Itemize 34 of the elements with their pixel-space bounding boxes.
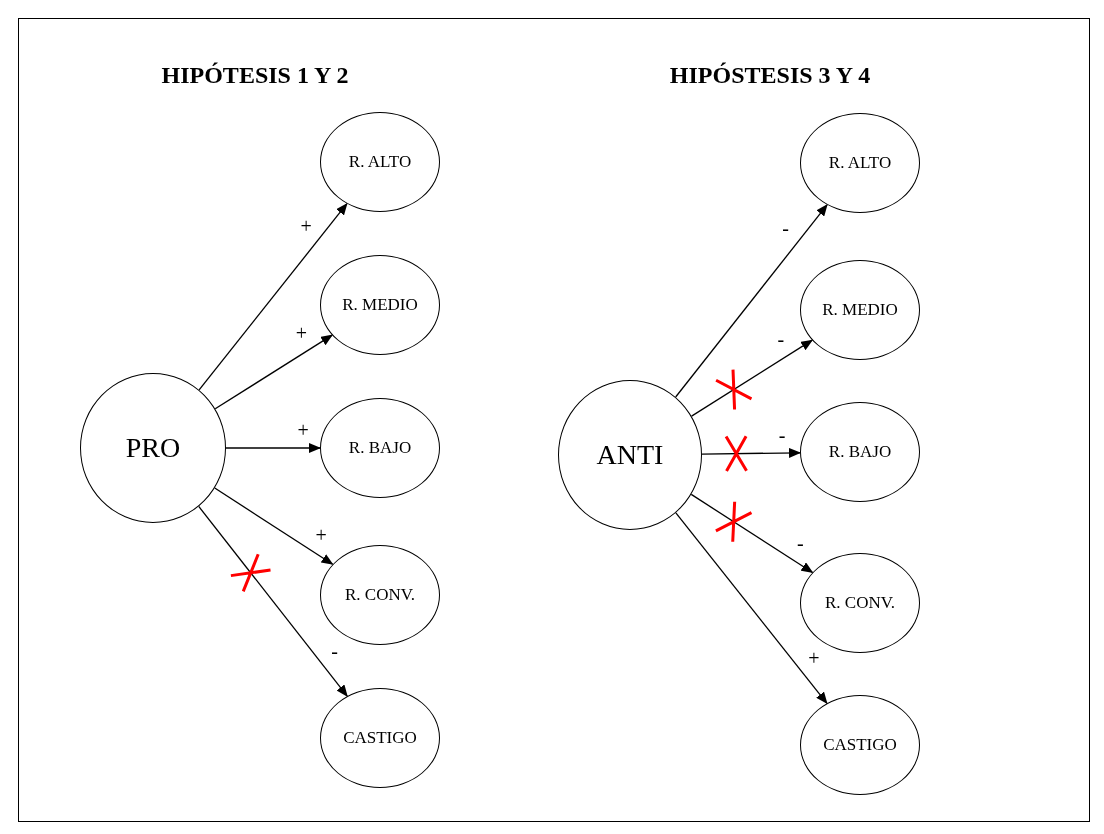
arrow — [225, 443, 321, 453]
edge-label: - — [331, 640, 338, 661]
edge-label: + — [808, 647, 820, 668]
edge-label: - — [778, 425, 786, 445]
node-label: R. MEDIO — [342, 294, 418, 317]
node-label: CASTIGO — [343, 727, 417, 750]
edge-label: - — [797, 533, 804, 554]
node-label: R. ALTO — [348, 151, 412, 174]
section-heading: HIPÓTESIS 1 Y 2 — [161, 61, 349, 90]
arrow — [675, 512, 828, 705]
section-heading: HIPÓSTESIS 3 Y 4 — [669, 61, 871, 90]
node-label: ANTI — [596, 438, 664, 472]
edge-label: + — [300, 216, 312, 236]
arrow — [675, 204, 828, 398]
node-label: R. CONV. — [824, 592, 896, 615]
node-label: R. BAJO — [348, 437, 412, 460]
node-label: R. MEDIO — [822, 299, 898, 322]
edge-label: - — [777, 328, 785, 349]
node-label: CASTIGO — [823, 734, 897, 757]
arrow — [198, 202, 348, 391]
arrow — [701, 447, 801, 458]
node-label: R. BAJO — [828, 441, 892, 464]
edge-label: - — [782, 218, 789, 239]
arrow — [214, 334, 333, 410]
node-label: PRO — [125, 431, 181, 465]
node-label: R. CONV. — [344, 584, 416, 607]
arrow — [214, 487, 334, 565]
node-label: R. ALTO — [828, 152, 892, 175]
arrow — [690, 339, 813, 417]
edge-label: + — [315, 525, 327, 546]
edge-label: + — [297, 420, 309, 440]
edge-label: + — [295, 323, 308, 344]
arrow — [690, 493, 814, 574]
arrow — [198, 505, 348, 697]
